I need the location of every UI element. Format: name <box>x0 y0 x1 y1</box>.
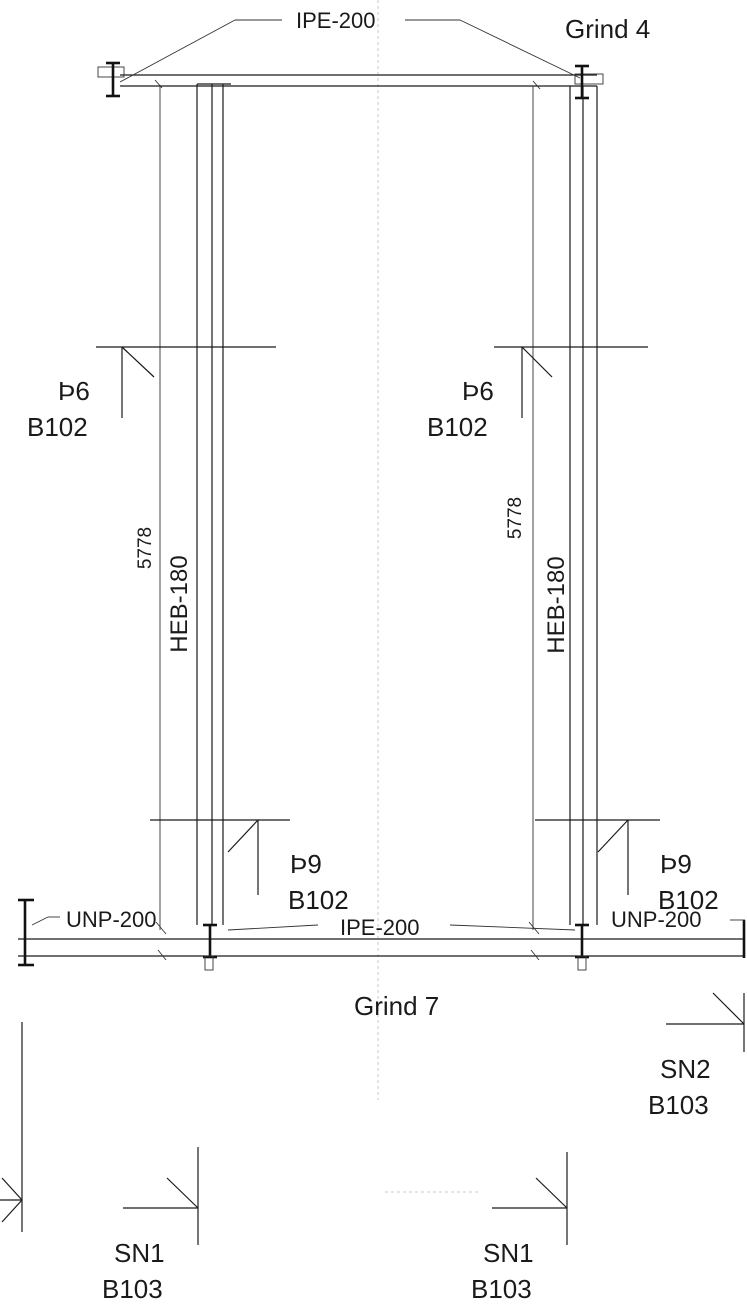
right-channel-label: UNP-200 <box>611 907 701 932</box>
p6-left-sheet: B102 <box>27 412 88 442</box>
bottom-beam-label: IPE-200 <box>340 915 420 940</box>
left-channel-label: UNP-200 <box>66 907 156 932</box>
p9-left-id: Þ9 <box>290 849 322 879</box>
bottom-beam-tick <box>157 949 167 961</box>
section-mark-sn1-right <box>492 1152 568 1245</box>
bottom-left-column-connection <box>203 923 217 971</box>
sn1-right-id: SN1 <box>483 1238 534 1268</box>
bottom-leaders <box>31 916 576 931</box>
section-mark-sn1-left <box>123 1147 199 1245</box>
bottom-right-column-connection <box>575 923 589 971</box>
p9-right-id: Þ9 <box>660 849 692 879</box>
bottom-beam-tick <box>530 949 540 961</box>
grid-label-top: Grind 4 <box>565 14 650 44</box>
top-beam-label: IPE-200 <box>296 8 376 33</box>
top-right-connection <box>532 64 604 100</box>
right-dimension-text: 5778 <box>505 497 526 539</box>
sn2-id: SN2 <box>660 1054 711 1084</box>
left-dimension-text: 5778 <box>135 527 156 569</box>
right-dimension-line <box>528 86 540 935</box>
section-mark-p6-left <box>96 346 276 418</box>
grid-label-bottom: Grind 7 <box>354 991 439 1021</box>
bottom-right-channel-end <box>730 919 746 958</box>
top-beam-leader <box>119 19 581 83</box>
p9-left-sheet: B102 <box>288 885 349 915</box>
left-column <box>196 83 231 925</box>
bottom-left-channel-end <box>18 898 34 967</box>
section-mark-p9-left <box>150 819 290 895</box>
p6-right-id: Þ6 <box>462 376 494 406</box>
bottom-beam <box>18 938 745 957</box>
right-column <box>569 86 598 925</box>
top-beam <box>120 74 597 87</box>
p9-right-sheet: B102 <box>658 885 719 915</box>
section-mark-p6-right <box>494 346 648 418</box>
sn1-right-sheet: B103 <box>471 1274 532 1304</box>
left-column-label: HEB-180 <box>166 555 193 652</box>
section-mark-left-edge <box>0 1022 23 1232</box>
section-mark-p9-right <box>535 819 660 895</box>
p6-left-id: Þ6 <box>58 376 90 406</box>
sn1-left-sheet: B103 <box>102 1274 163 1304</box>
p6-right-sheet: B102 <box>427 412 488 442</box>
top-left-connection <box>97 61 163 98</box>
section-mark-sn2 <box>666 992 745 1052</box>
sn2-sheet: B103 <box>648 1090 709 1120</box>
left-dimension-line <box>155 85 167 935</box>
sn1-left-id: SN1 <box>114 1238 165 1268</box>
right-column-label: HEB-180 <box>543 556 570 653</box>
